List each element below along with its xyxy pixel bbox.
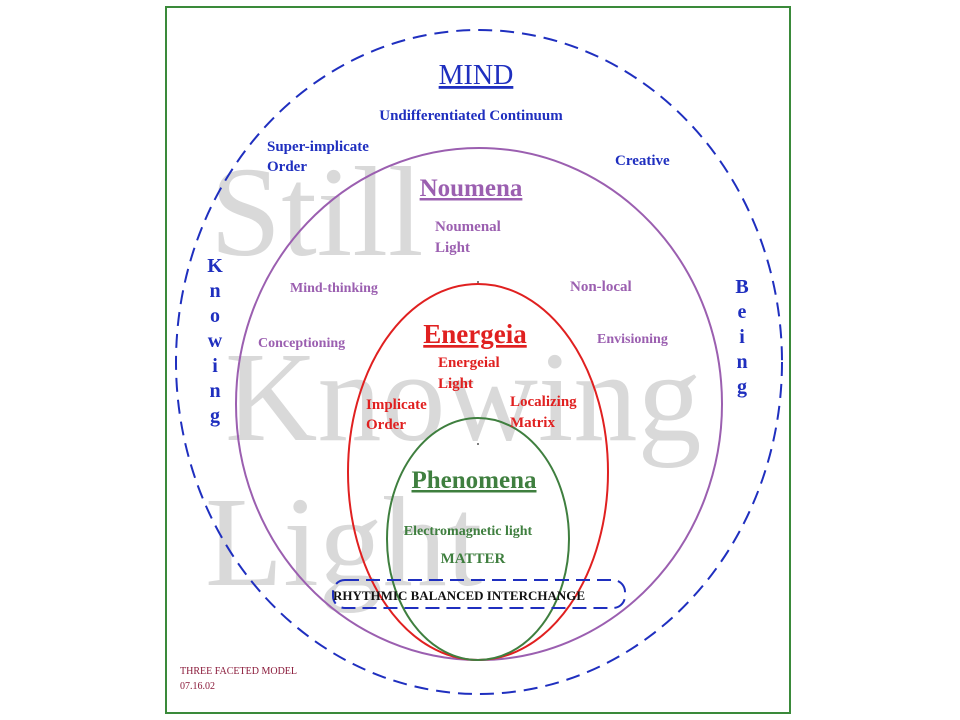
knowing-vertical-label: Knowing bbox=[207, 255, 223, 427]
watermark-knowing: Knowing bbox=[225, 326, 701, 468]
noumena-center-dot bbox=[477, 281, 479, 283]
mind-ellipse bbox=[175, 29, 783, 695]
super-implicate-line2: Order bbox=[267, 159, 307, 175]
energeial-light-line2: Light bbox=[438, 376, 473, 392]
localizing-matrix-line1: Localizing bbox=[510, 394, 577, 410]
being-letter: B bbox=[735, 276, 748, 298]
being-letter: n bbox=[736, 351, 747, 373]
conceptioning-label: Conceptioning bbox=[258, 336, 345, 351]
knowing-letter: n bbox=[209, 380, 220, 402]
non-local-label: Non-local bbox=[570, 279, 632, 295]
knowing-letter: K bbox=[207, 255, 223, 277]
implicate-order-line1: Implicate bbox=[366, 397, 427, 413]
creative-label: Creative bbox=[615, 153, 670, 169]
implicate-order-line2: Order bbox=[366, 417, 406, 433]
being-letter: g bbox=[737, 376, 747, 398]
mind-subtitle: Undifferentiated Continuum bbox=[379, 108, 563, 124]
noumenal-light-line2: Light bbox=[435, 240, 470, 256]
diagram-frame bbox=[165, 6, 791, 714]
mind-thinking-label: Mind-thinking bbox=[290, 281, 378, 296]
noumenal-light-line1: Noumenal bbox=[435, 219, 501, 235]
matter-label: MATTER bbox=[441, 551, 506, 567]
being-letter: i bbox=[739, 326, 745, 348]
energeia-title: Energeia bbox=[423, 319, 527, 349]
phenomena-title: Phenomena bbox=[412, 467, 538, 494]
localizing-matrix-line2: Matrix bbox=[510, 415, 555, 431]
knowing-letter: o bbox=[210, 305, 220, 327]
envisioning-label: Envisioning bbox=[597, 332, 668, 347]
interchange-band bbox=[332, 579, 626, 609]
energeia-center-dot bbox=[477, 443, 479, 445]
caption-title: THREE FACETED MODEL bbox=[180, 666, 297, 677]
super-implicate-line1: Super-implicate bbox=[267, 139, 369, 155]
knowing-letter: w bbox=[208, 330, 223, 352]
energeial-light-line1: Energeial bbox=[438, 355, 500, 371]
knowing-letter: g bbox=[210, 405, 220, 427]
phenomena-ellipse bbox=[386, 417, 570, 661]
interchange-label: RHYTHMIC BALANCED INTERCHANGE bbox=[333, 588, 585, 603]
caption-date: 07.16.02 bbox=[180, 681, 215, 692]
knowing-letter: i bbox=[212, 355, 218, 377]
mind-title: MIND bbox=[439, 60, 514, 91]
watermark-still: Still bbox=[210, 141, 423, 283]
being-letter: e bbox=[738, 301, 747, 323]
watermark: Still Knowing Light bbox=[205, 141, 701, 613]
knowing-letter: n bbox=[209, 280, 220, 302]
noumena-title: Noumena bbox=[420, 175, 523, 202]
electromagnetic-light-label: Electromagnetic light bbox=[404, 524, 533, 539]
